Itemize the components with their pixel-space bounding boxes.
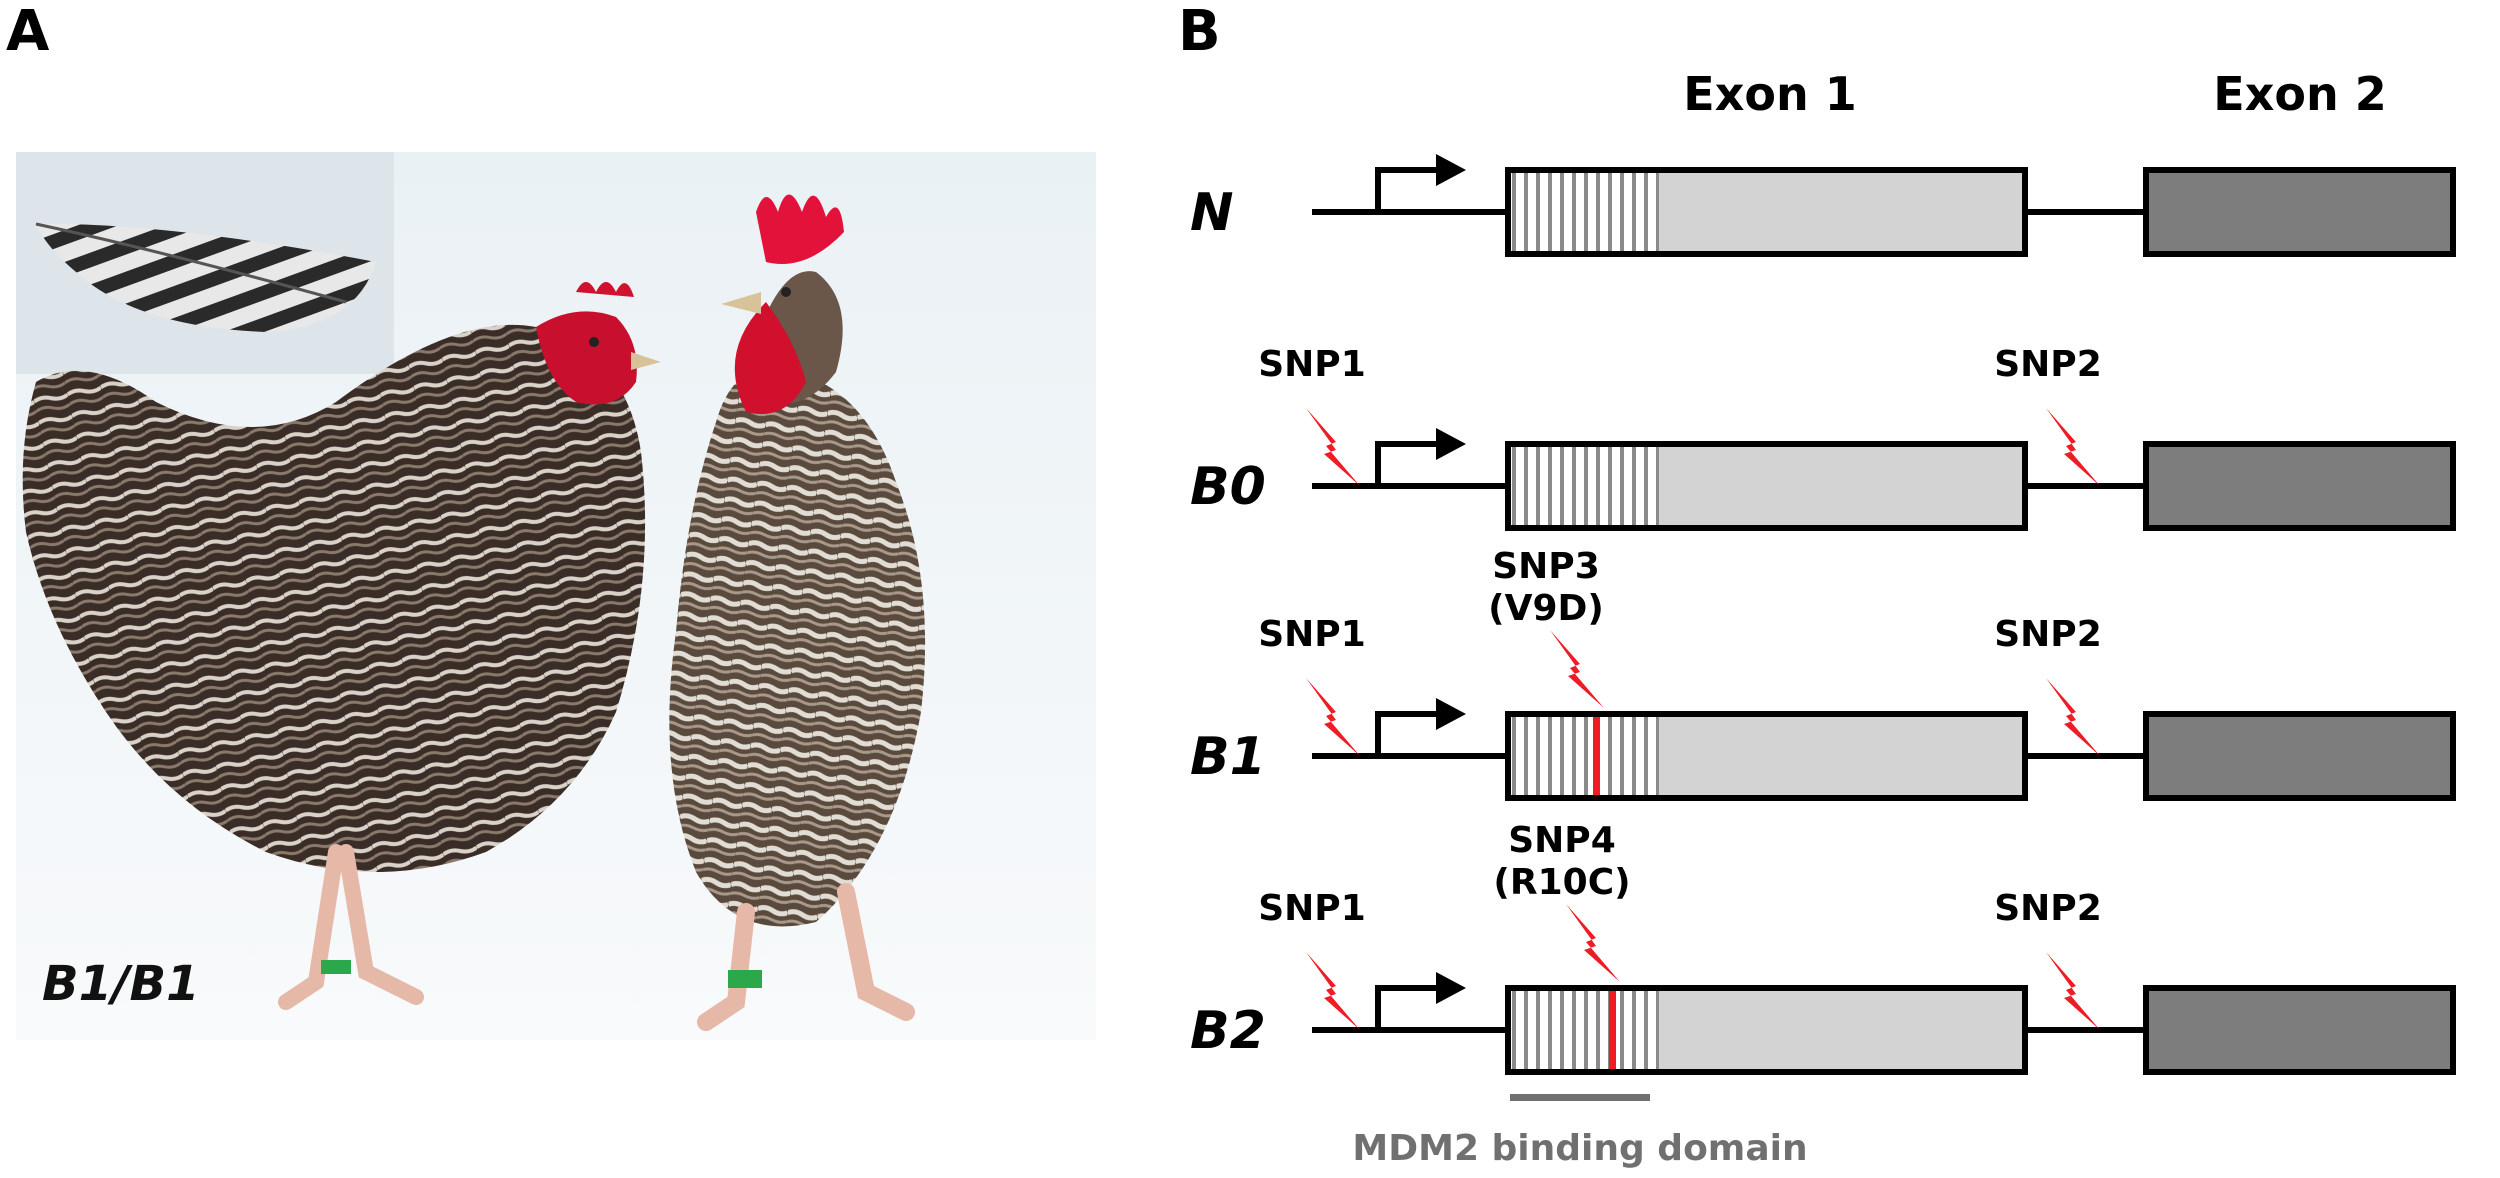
exon1-striped-region: [1511, 447, 1659, 525]
coding-snp-mark: [1593, 717, 1600, 795]
allele-label: B2: [1190, 1001, 1266, 1061]
exon1-label: Exon 1: [1683, 67, 1856, 121]
mdm2-domain-label: MDM2 binding domain: [1352, 1128, 1807, 1169]
hen-illustration: [22, 282, 661, 1010]
snp1-label: SNP1: [1258, 614, 1366, 655]
genotype-label: B1/B1: [42, 956, 200, 1012]
promoter-arrowhead-icon: [1436, 154, 1466, 186]
allele-row-b0: B0 SNP1 SNP2: [1190, 344, 2456, 531]
snp1-bolt-icon: [1306, 408, 1360, 486]
promoter-arrow-icon: [1375, 711, 1440, 756]
snp2-label: SNP2: [1994, 344, 2102, 385]
allele-label: B1: [1190, 727, 1266, 787]
promoter-arrowhead-icon: [1436, 428, 1466, 460]
exon2-box: [2143, 985, 2456, 1075]
snp1-label: SNP1: [1258, 888, 1366, 929]
snp2-label: SNP2: [1994, 888, 2102, 929]
snp1-bolt-icon: [1306, 952, 1360, 1030]
promoter-arrow-icon: [1375, 167, 1440, 212]
allele-label: B0: [1190, 457, 1266, 517]
exon1-striped-region: [1511, 717, 1659, 795]
rooster-illustration: [669, 194, 926, 1031]
exon2-box: [2143, 441, 2456, 531]
mdm2-domain-bar: [1510, 1094, 1650, 1101]
promoter-arrow-icon: [1375, 985, 1440, 1030]
snp2-bolt-icon: [2046, 678, 2100, 756]
snp2-bolt-icon: [2046, 408, 2100, 486]
snp2-label: SNP2: [1994, 614, 2102, 655]
promoter-arrow-icon: [1375, 441, 1440, 486]
coding-snp-change: (V9D): [1488, 588, 1604, 629]
allele-row-b2: B2 SNP1 SNP2 SNP4(R10C): [1190, 820, 2456, 1075]
panel-a-letter: A: [6, 0, 50, 64]
chicken-photograph: B1/B1: [16, 152, 1096, 1040]
allele-label: N: [1190, 183, 1234, 243]
exon2-box: [2143, 711, 2456, 801]
snp1-bolt-icon: [1306, 678, 1360, 756]
promoter-arrowhead-icon: [1436, 698, 1466, 730]
allele-row-b1: B1 SNP1 SNP2 SNP3(V9D): [1190, 546, 2456, 801]
panel-b-letter: B: [1178, 0, 1221, 64]
feather-inset: [16, 152, 394, 374]
exon2-label: Exon 2: [2213, 67, 2386, 121]
exon2-box: [2143, 167, 2456, 257]
coding-snp-name: SNP4: [1508, 820, 1616, 861]
promoter-arrowhead-icon: [1436, 972, 1466, 1004]
snp1-label: SNP1: [1258, 344, 1366, 385]
exon1-striped-region: [1511, 173, 1659, 251]
coding-snp-bolt-icon: [1550, 630, 1604, 708]
coding-snp-name: SNP3: [1492, 546, 1600, 587]
coding-snp-mark: [1609, 991, 1616, 1069]
coding-snp-bolt-icon: [1566, 904, 1620, 982]
coding-snp-change: (R10C): [1493, 862, 1630, 903]
allele-row-n: N: [1190, 154, 2456, 257]
snp2-bolt-icon: [2046, 952, 2100, 1030]
exon1-striped-region: [1511, 991, 1659, 1069]
